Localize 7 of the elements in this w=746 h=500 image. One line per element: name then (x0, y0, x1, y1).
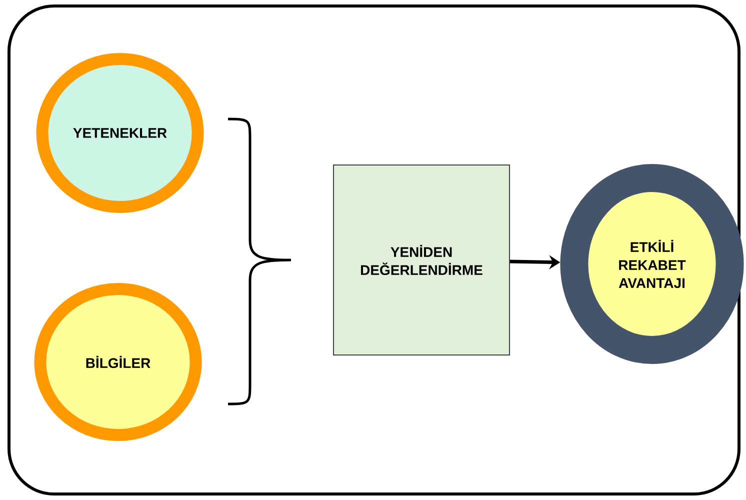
node-label: YENİDEN DEĞERLENDİRME (361, 244, 482, 276)
knowledge-circle (34, 283, 202, 441)
result-circle (560, 164, 744, 364)
process-box (333, 164, 510, 356)
node-label: YETENEKLER (73, 128, 167, 138)
node-label: BİLGİLER (86, 356, 150, 368)
node-label: ETKİLİ REKABET AVANTAJI (618, 240, 686, 288)
